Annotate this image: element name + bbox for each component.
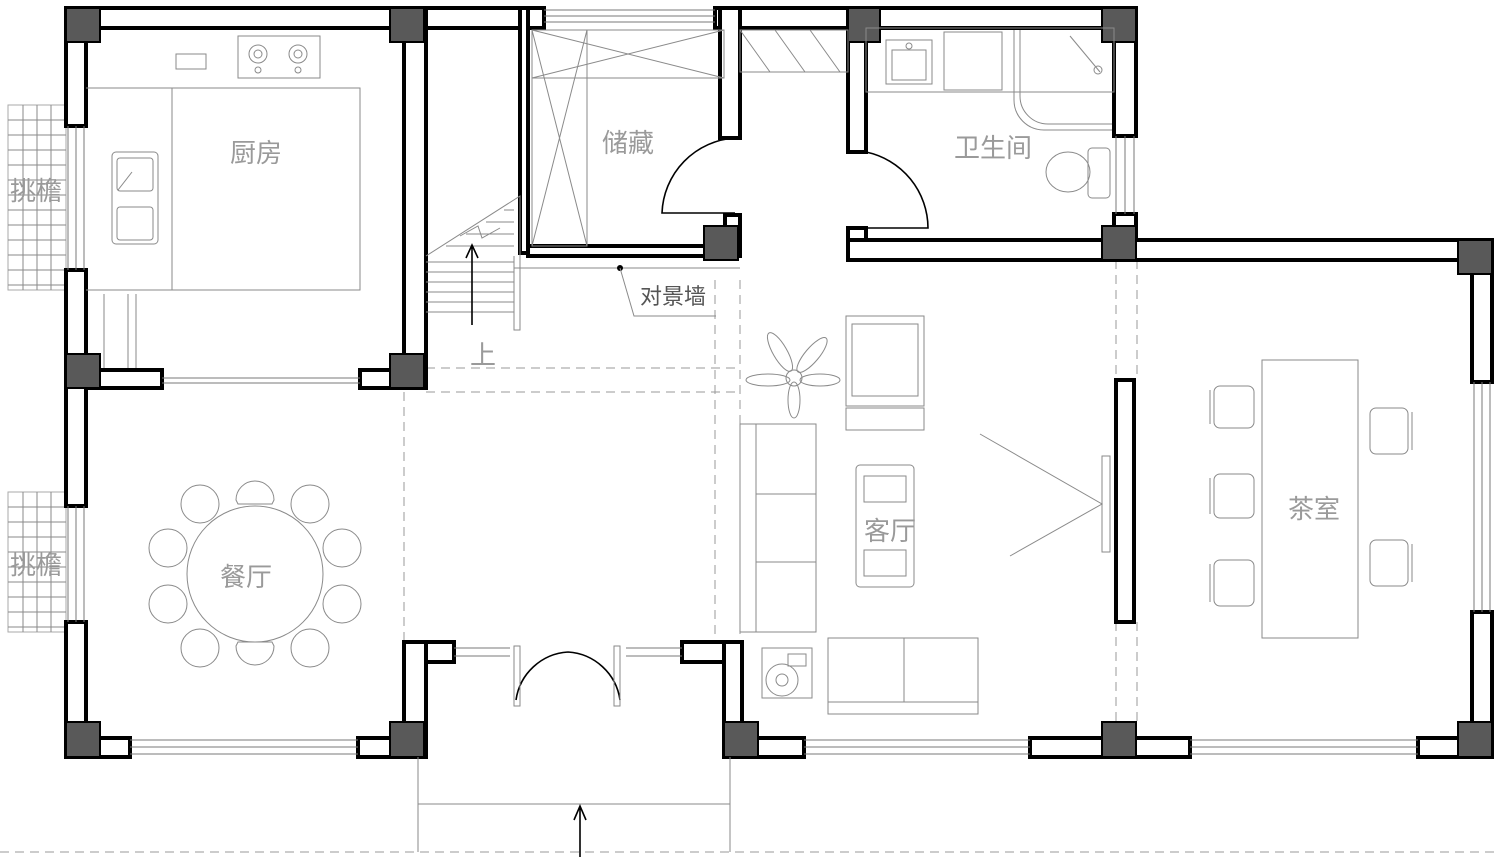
kitchen-fixtures (86, 35, 361, 368)
windows (67, 9, 1491, 755)
stove-icon (237, 35, 321, 79)
columns (65, 7, 1493, 758)
eave-top (7, 104, 67, 291)
living-furniture (739, 315, 1111, 715)
toilet-icon (1045, 147, 1111, 199)
bathroom-label: 卫生间 (954, 134, 1032, 164)
stair-up-label: 上 (470, 341, 496, 371)
bathroom-fixtures (865, 27, 1115, 199)
tv-icon (979, 433, 1111, 557)
dining-set (148, 480, 362, 668)
side-table-icon (761, 647, 813, 699)
feature-wall-leader (617, 265, 716, 317)
tea-room-label: 茶室 (1288, 495, 1340, 525)
living-label: 客厅 (864, 517, 916, 547)
kitchen-label: 厨房 (230, 139, 282, 169)
dining-label: 餐厅 (220, 563, 272, 593)
tea-room-furniture (1209, 359, 1413, 639)
storage-label: 储藏 (602, 129, 654, 159)
zone-dashed-lines (0, 260, 1500, 853)
room-labels: 厨房 储藏 卫生间 餐厅 客厅 茶室 挑檐 挑檐 对景墙 上 (10, 129, 1340, 593)
storage-shelves (531, 29, 849, 247)
sink-icon (111, 151, 159, 245)
washbasin-icon (885, 39, 933, 85)
ceiling-fan-icon (745, 332, 841, 419)
eave-top-label: 挑檐 (10, 177, 62, 207)
staircase (425, 195, 740, 331)
eave-bottom-label: 挑檐 (10, 551, 62, 581)
shower-icon (1013, 30, 1112, 131)
doors (513, 137, 929, 707)
feature-wall-label: 对景墙 (640, 285, 706, 310)
entrance-steps (417, 757, 731, 857)
eave-bottom (7, 491, 67, 633)
